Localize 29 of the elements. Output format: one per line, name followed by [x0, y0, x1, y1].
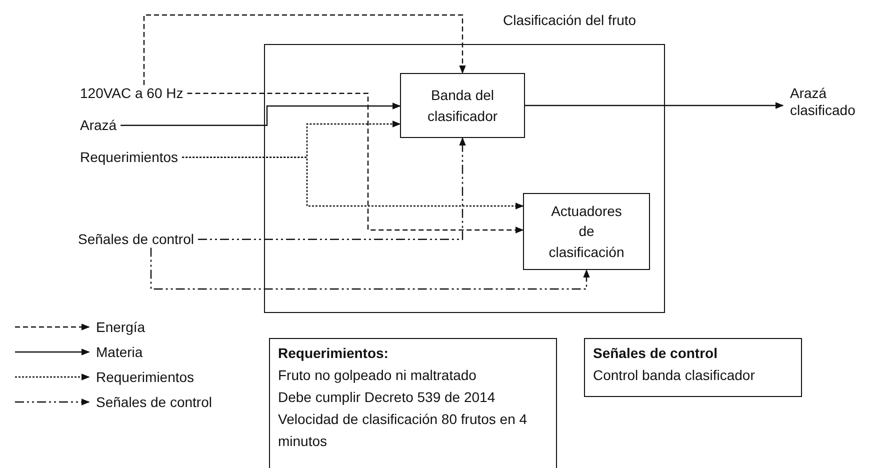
- io-label: Arazá: [80, 117, 117, 134]
- note-heading: Señales de control: [593, 344, 718, 363]
- note-heading: Requerimientos:: [278, 344, 390, 363]
- io-label: Requerimientos: [80, 149, 178, 166]
- note-text: Velocidad de clasificación 80 frutos en 4 minutos: [278, 410, 528, 451]
- io-label: 120VAC a 60 Hz: [80, 85, 184, 102]
- arrow: [150, 248, 590, 290]
- arrow: [187, 92, 524, 234]
- note-box: [584, 338, 802, 397]
- process-box: [523, 193, 650, 270]
- note-box: [269, 338, 557, 468]
- io-label: Arazá clasificado: [790, 85, 872, 119]
- note-text: Control banda clasificador: [593, 366, 756, 385]
- io-label: Señales de control: [78, 231, 194, 248]
- process-label: Actuadores de clasificación: [548, 202, 626, 262]
- arrow: [120, 102, 401, 126]
- arrow: [182, 156, 524, 210]
- arrow: [198, 137, 466, 240]
- process-box: [400, 73, 525, 138]
- process-label: Banda del clasificador: [426, 86, 499, 126]
- legend-label: Requerimientos: [96, 369, 194, 385]
- note-text: Debe cumplir Decreto 539 de 2014: [278, 388, 496, 407]
- system-title: Clasificación del fruto: [503, 12, 636, 28]
- legend-label: Señales de control: [96, 394, 212, 410]
- legend-label: Energía: [96, 319, 146, 335]
- arrow: [525, 102, 784, 109]
- note-text: Fruto no golpeado ni maltratado: [278, 366, 478, 385]
- arrow: [143, 14, 466, 85]
- legend-label: Materia: [96, 344, 143, 360]
